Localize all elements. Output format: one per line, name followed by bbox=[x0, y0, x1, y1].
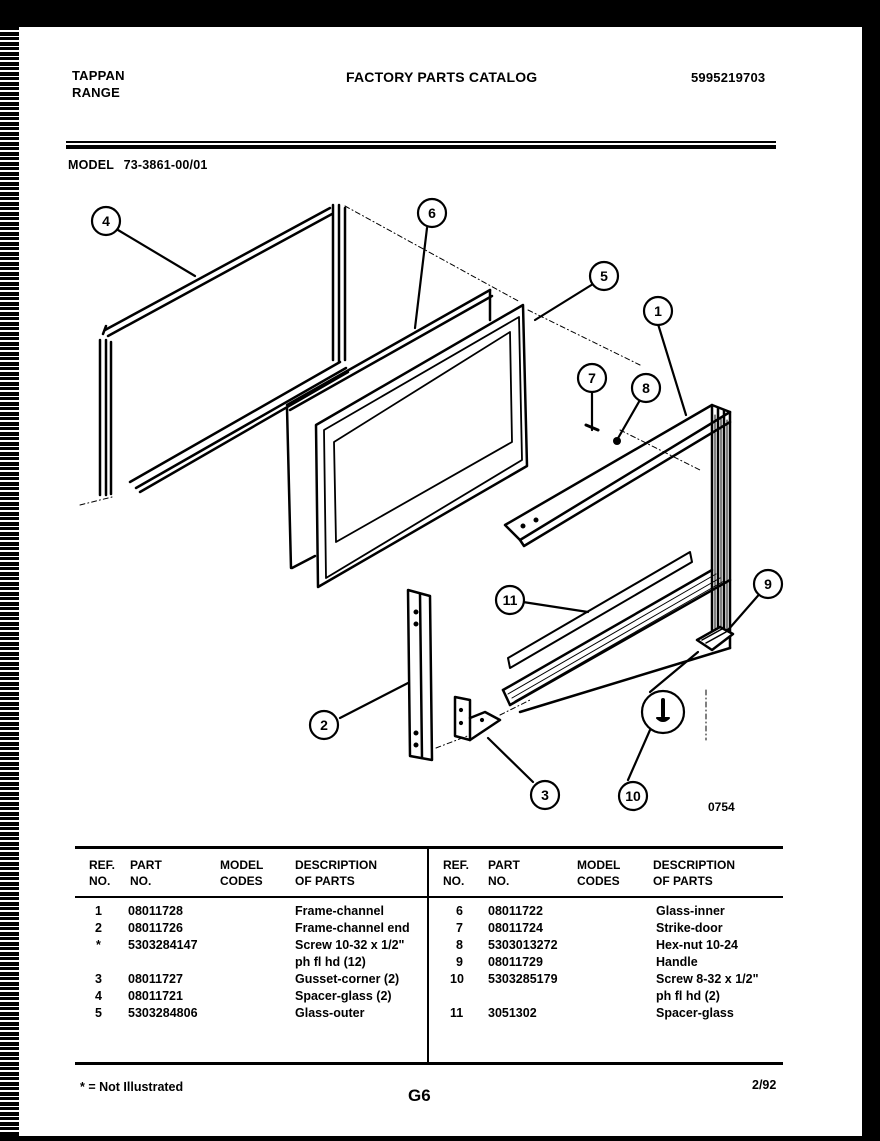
header-rule-thin bbox=[66, 141, 776, 143]
part-4-spacer-glass bbox=[98, 203, 350, 497]
brand-block: TAPPAN RANGE bbox=[72, 67, 125, 101]
callout-11 bbox=[494, 584, 526, 616]
callout-11-number: 11 bbox=[503, 592, 518, 608]
callout-8-number: 8 bbox=[642, 380, 650, 396]
callout-7-number: 7 bbox=[588, 370, 596, 386]
part-1-hatching bbox=[507, 414, 728, 702]
table-top-rule bbox=[75, 846, 783, 849]
product-type: RANGE bbox=[72, 85, 120, 100]
part-2-frame-channel-end bbox=[406, 588, 434, 762]
table-column-divider bbox=[427, 846, 429, 1064]
header-rule-thick bbox=[66, 145, 776, 149]
drawing-number: 0754 bbox=[708, 800, 735, 814]
model-label: MODEL bbox=[68, 158, 114, 172]
leader-lines bbox=[116, 226, 765, 784]
callout-7 bbox=[576, 362, 608, 394]
part-5-glass-outer bbox=[314, 303, 529, 589]
callout-9 bbox=[752, 568, 784, 600]
callout-2-number: 2 bbox=[320, 717, 328, 733]
header-ref-no-left: REF.NO. bbox=[89, 858, 116, 888]
part-6-glass-inner bbox=[285, 288, 494, 570]
callout-1-number: 1 bbox=[654, 303, 662, 319]
screw-icon bbox=[656, 698, 670, 722]
callout-3-number: 3 bbox=[541, 787, 549, 803]
callout-5-number: 5 bbox=[600, 268, 608, 284]
callout-3 bbox=[529, 779, 561, 811]
page-code: G6 bbox=[408, 1086, 431, 1105]
brand-name: TAPPAN bbox=[72, 68, 125, 83]
catalog-number: 5995219703 bbox=[691, 70, 766, 85]
callout-10-number: 10 bbox=[625, 788, 641, 804]
table-bottom-rule bbox=[75, 1062, 783, 1065]
part-1-frame-channel bbox=[501, 403, 732, 714]
model-number: 73-3861-00/01 bbox=[123, 158, 208, 172]
header-ref-no-right: REF.NO. bbox=[443, 858, 470, 888]
callout-10 bbox=[617, 780, 649, 812]
callout-4-number: 4 bbox=[102, 213, 110, 229]
table-header-rule bbox=[75, 896, 783, 898]
callout-6-number: 6 bbox=[428, 205, 436, 221]
callout-9-number: 9 bbox=[764, 576, 772, 592]
part-11-spacer-glass bbox=[507, 551, 693, 669]
not-illustrated-note: * = Not Illustrated bbox=[80, 1080, 184, 1094]
revision-date: 2/92 bbox=[752, 1078, 777, 1092]
callout-4 bbox=[90, 205, 122, 237]
callout-8 bbox=[630, 372, 662, 404]
page-title: FACTORY PARTS CATALOG bbox=[346, 69, 538, 85]
model-line: MODEL 73-3861-00/01 bbox=[68, 157, 208, 174]
part-3-gusset-corner bbox=[453, 695, 502, 742]
scan-edge-artifact bbox=[0, 27, 19, 1136]
callout-6 bbox=[416, 197, 448, 229]
callout-bubbles bbox=[90, 197, 784, 812]
callout-2 bbox=[308, 709, 340, 741]
callout-5 bbox=[588, 260, 620, 292]
callout-1 bbox=[642, 295, 674, 327]
